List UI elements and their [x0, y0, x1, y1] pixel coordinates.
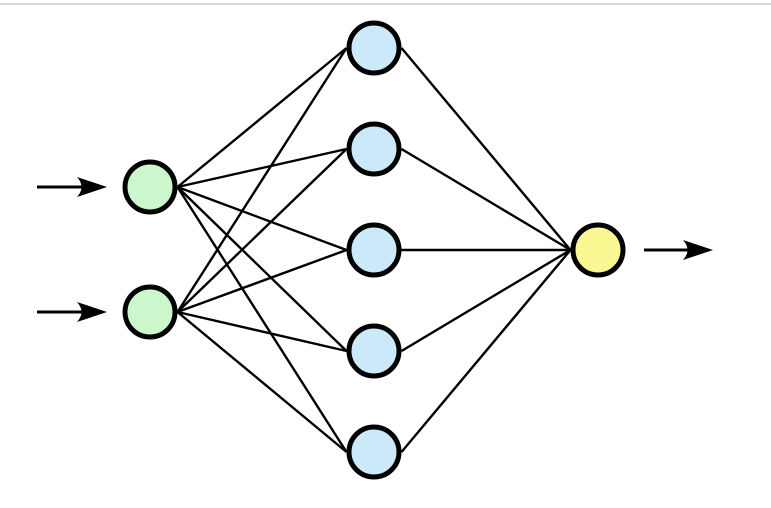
- edge-input-2-hidden-2: [176, 148, 348, 313]
- edges-group: [176, 47, 572, 453]
- edge-input-1-hidden-3: [177, 185, 347, 252]
- top-border-line: [0, 3, 771, 5]
- edge-input-2-hidden-1: [176, 47, 348, 313]
- nodes-group: [122, 20, 626, 480]
- output-arrow: [644, 240, 713, 260]
- node-hidden-1: [346, 20, 402, 76]
- node-hidden-3: [346, 222, 402, 278]
- node-hidden-5: [346, 424, 402, 480]
- node-hidden-4: [346, 323, 402, 379]
- edge-input-2-hidden-5: [176, 311, 348, 453]
- edge-hidden-1-output-1: [400, 47, 572, 251]
- node-hidden-2: [346, 121, 402, 177]
- edge-input-1-hidden-2: [177, 147, 347, 189]
- edge-input-2-hidden-3: [177, 248, 347, 314]
- edge-input-1-hidden-4: [176, 186, 348, 352]
- arrow-head-icon: [77, 302, 107, 322]
- edge-input-2-hidden-4: [177, 310, 347, 353]
- arrows-group: [37, 177, 713, 322]
- edge-input-1-hidden-1: [176, 47, 348, 188]
- node-input-2: [122, 284, 178, 340]
- node-output-1: [570, 222, 626, 278]
- edge-hidden-5-output-1: [400, 249, 572, 453]
- edge-hidden-2-output-1: [400, 147, 572, 252]
- input-arrow-1: [37, 177, 107, 197]
- edge-input-1-hidden-5: [176, 186, 348, 453]
- input-arrow-2: [37, 302, 107, 322]
- node-input-1: [122, 159, 178, 215]
- edge-hidden-4-output-1: [400, 248, 572, 353]
- arrow-head-icon: [683, 240, 713, 260]
- arrow-head-icon: [77, 177, 107, 197]
